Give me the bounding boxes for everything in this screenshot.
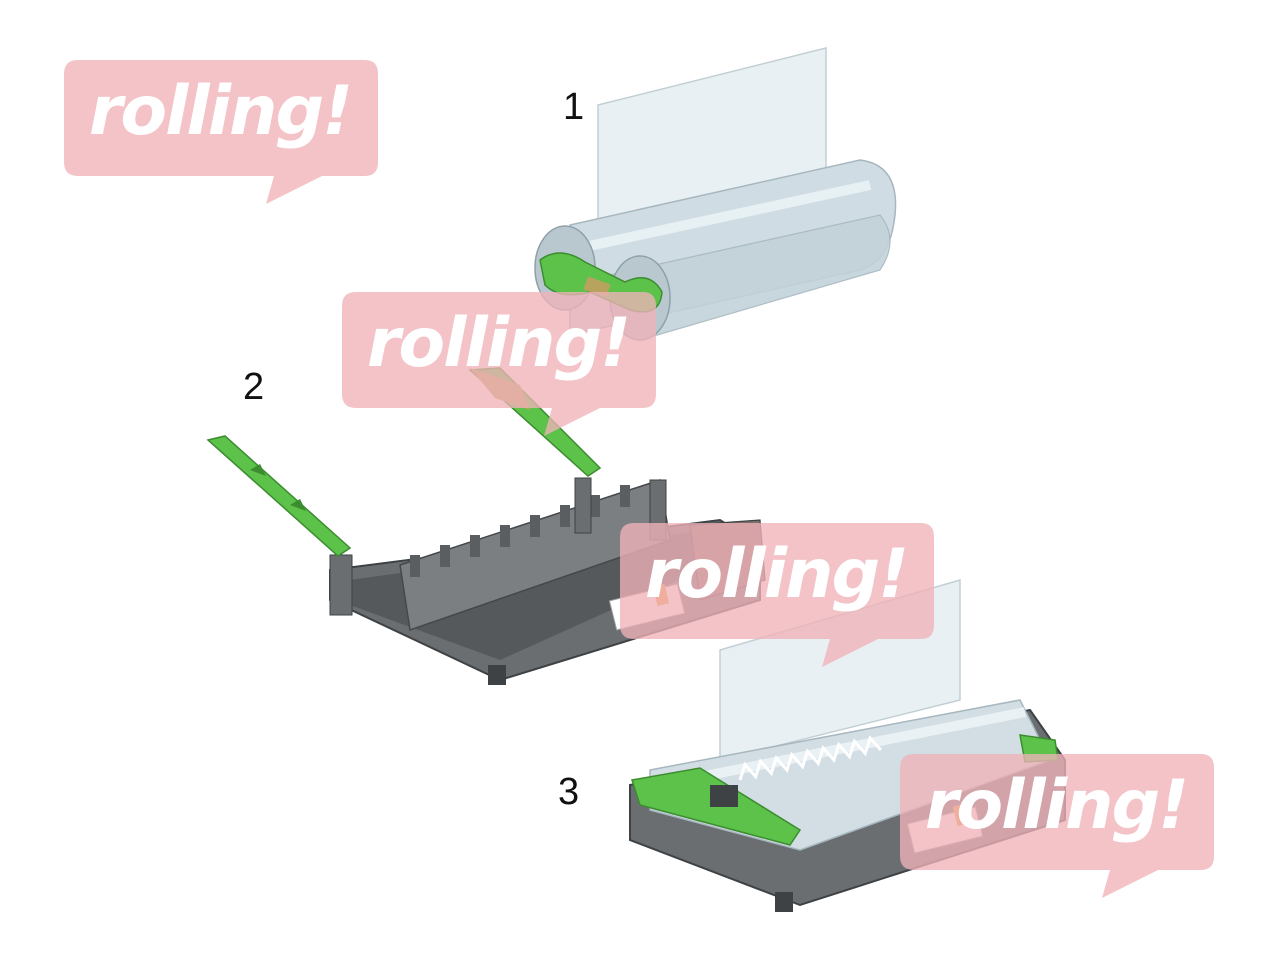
step-number-3: 3 <box>558 771 580 813</box>
step-number-1: 1 <box>563 86 585 128</box>
watermark-text: rolling! <box>366 304 631 383</box>
watermark-text: rolling! <box>924 766 1189 845</box>
watermark-logo: rolling! <box>896 752 1216 900</box>
watermark-logo: rolling! <box>60 58 380 206</box>
speech-bubble-icon <box>620 523 934 667</box>
watermark-logo: rolling! <box>338 290 658 438</box>
watermark-logo: rolling! <box>616 521 936 669</box>
step-number-2: 2 <box>243 366 265 408</box>
watermark-text: rolling! <box>644 535 909 614</box>
speech-bubble-icon <box>342 292 656 436</box>
speech-bubble-icon <box>900 754 1214 898</box>
speech-bubble-icon <box>64 60 378 204</box>
watermark-text: rolling! <box>88 72 353 151</box>
